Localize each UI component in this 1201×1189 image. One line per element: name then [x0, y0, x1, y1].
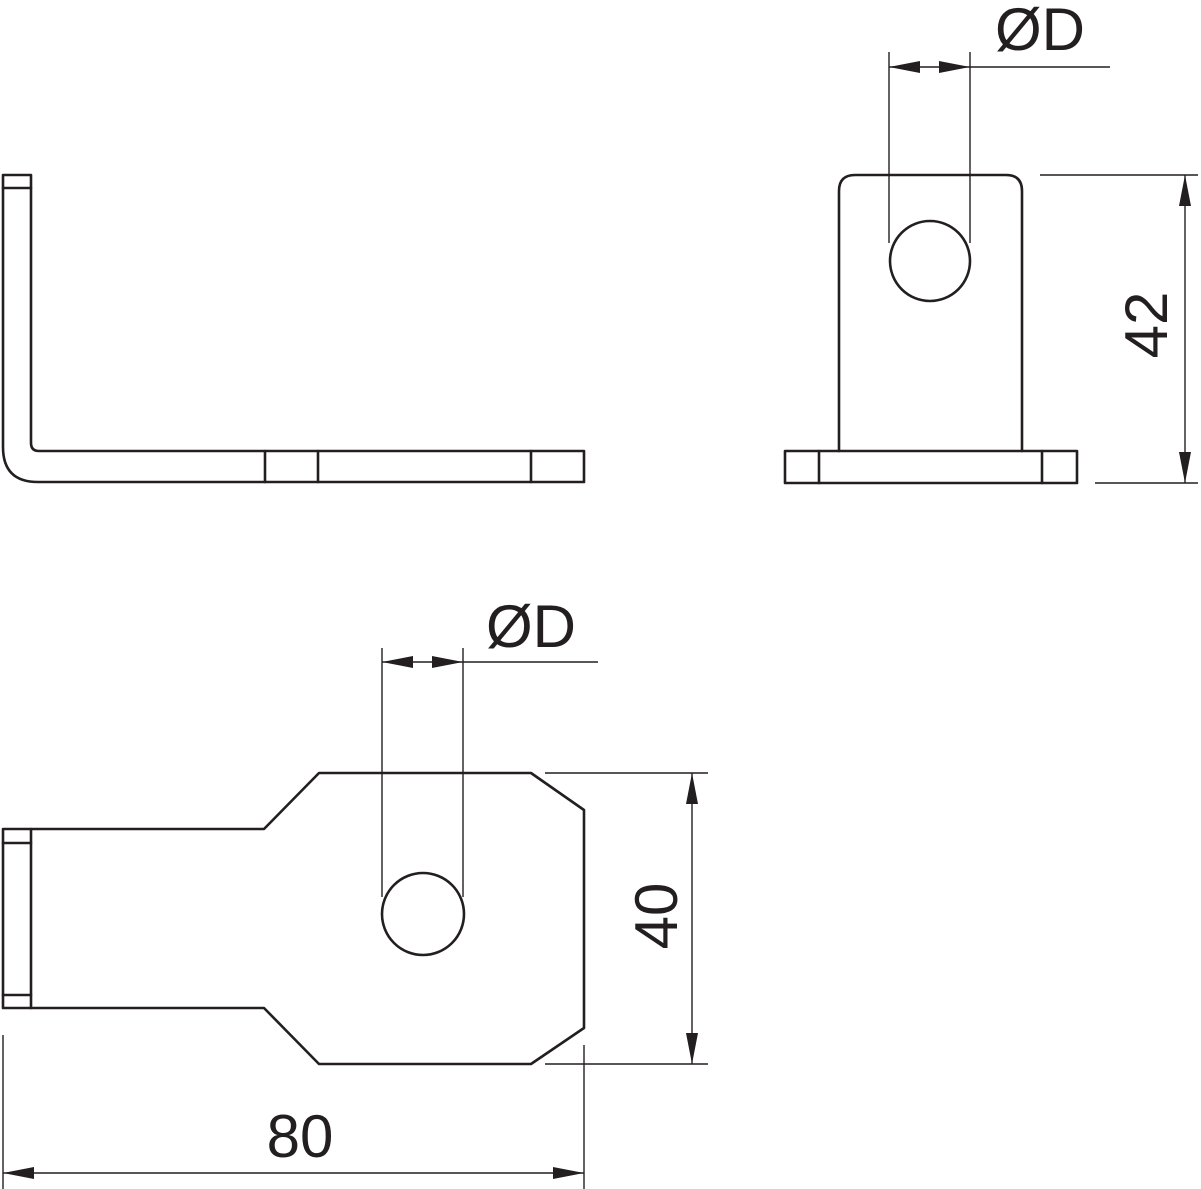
plan-diameter-arrow-left	[382, 656, 413, 668]
side-view-profile	[1, 173, 586, 484]
plan-view-width-dimension: 40	[545, 772, 708, 1065]
side-top-diameter-label: ØD	[995, 0, 1085, 63]
width-label: 40	[623, 883, 690, 950]
front-view-upright	[837, 173, 1024, 453]
width-arrow-bottom	[686, 1033, 698, 1064]
plan-view-outline	[1, 771, 586, 1066]
length-label: 80	[267, 1103, 334, 1170]
diameter-arrow-left	[889, 61, 920, 73]
plan-view: ØD 40 80	[1, 593, 708, 1189]
plan-view-diameter-dimension: ØD	[381, 593, 598, 897]
diameter-arrow-right	[939, 61, 970, 73]
height-label: 42	[1113, 292, 1180, 359]
length-arrow-right	[553, 1167, 584, 1179]
height-arrow-bottom	[1179, 452, 1191, 483]
plan-view-length-dimension: 80	[2, 1035, 585, 1189]
plan-diameter-arrow-right	[432, 656, 463, 668]
front-view: ØD 42	[783, 0, 1198, 485]
side-view	[1, 173, 586, 484]
front-view-diameter-dimension: ØD	[888, 0, 1110, 243]
plan-diameter-label: ØD	[486, 593, 576, 660]
front-view-hole	[888, 219, 972, 303]
plan-view-hole	[380, 871, 466, 957]
height-arrow-top	[1179, 175, 1191, 206]
front-view-height-dimension: 42	[1040, 174, 1198, 484]
front-view-base	[783, 449, 1079, 485]
width-arrow-top	[686, 773, 698, 804]
length-arrow-left	[3, 1167, 34, 1179]
